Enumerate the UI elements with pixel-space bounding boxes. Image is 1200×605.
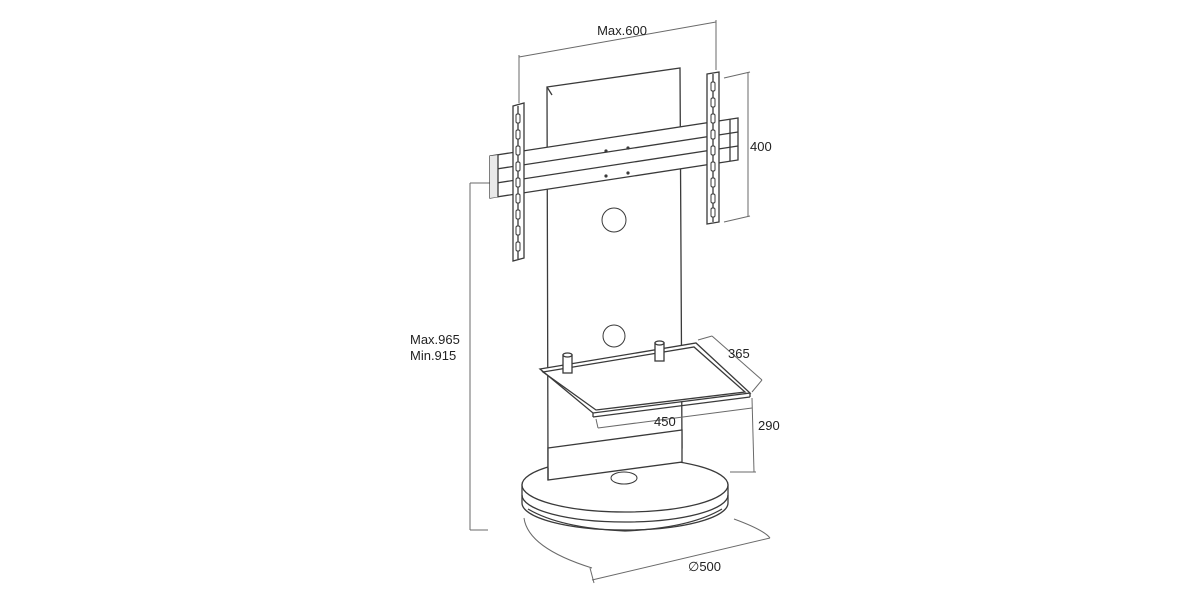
rail-slot <box>710 207 716 218</box>
shelf-height-label: 290 <box>758 418 780 433</box>
mount-hole <box>626 146 630 150</box>
base-diameter-dimension: ∅500 <box>523 517 771 584</box>
base-diameter-label: ∅500 <box>688 559 721 574</box>
rail-slot <box>710 161 716 172</box>
max-width-label: Max.600 <box>597 23 647 38</box>
shelf-width-dimension: 450 <box>595 407 753 429</box>
shelf-support-right <box>654 340 665 362</box>
shelf-depth-label: 365 <box>728 346 750 361</box>
shelf-support-left <box>562 352 573 374</box>
vertical-pitch-dimension: 400 <box>723 71 772 223</box>
cable-hole-middle <box>602 324 626 348</box>
shelf-width-label: 450 <box>654 414 676 429</box>
glass-shelf <box>538 340 752 418</box>
height-max-label: Max.965 <box>410 332 460 347</box>
rail-slot <box>515 193 521 204</box>
height-dimension: Max.965 Min.915 <box>410 182 490 531</box>
horizontal-mount-bar <box>489 117 739 199</box>
shelf-height-dimension: 290 <box>730 397 780 473</box>
rail-slot <box>515 225 521 236</box>
height-min-label: Min.915 <box>410 348 456 363</box>
rail-slot <box>515 129 521 140</box>
rail-slot <box>515 113 521 124</box>
rail-slot <box>710 113 716 124</box>
mount-hole <box>604 149 608 153</box>
cable-hole-base <box>610 471 638 485</box>
right-vesa-rail <box>706 71 720 225</box>
rail-slot <box>515 241 521 252</box>
max-width-dimension: Max.600 <box>518 20 717 103</box>
rail-slot <box>710 177 716 188</box>
rail-slot <box>710 129 716 140</box>
rail-slot <box>710 97 716 108</box>
rail-slot <box>515 145 521 156</box>
mount-hole <box>604 174 608 178</box>
rail-slot <box>515 161 521 172</box>
mount-hole <box>626 171 630 175</box>
left-vesa-rail <box>512 102 525 262</box>
round-base <box>521 429 729 532</box>
rail-slot <box>515 209 521 220</box>
shelf-depth-dimension: 365 <box>697 335 763 393</box>
cable-hole-upper <box>601 207 627 233</box>
rail-slot <box>515 177 521 188</box>
vertical-pitch-label: 400 <box>750 139 772 154</box>
rail-slot <box>710 81 716 92</box>
rail-slot <box>710 145 716 156</box>
rail-slot <box>710 193 716 204</box>
